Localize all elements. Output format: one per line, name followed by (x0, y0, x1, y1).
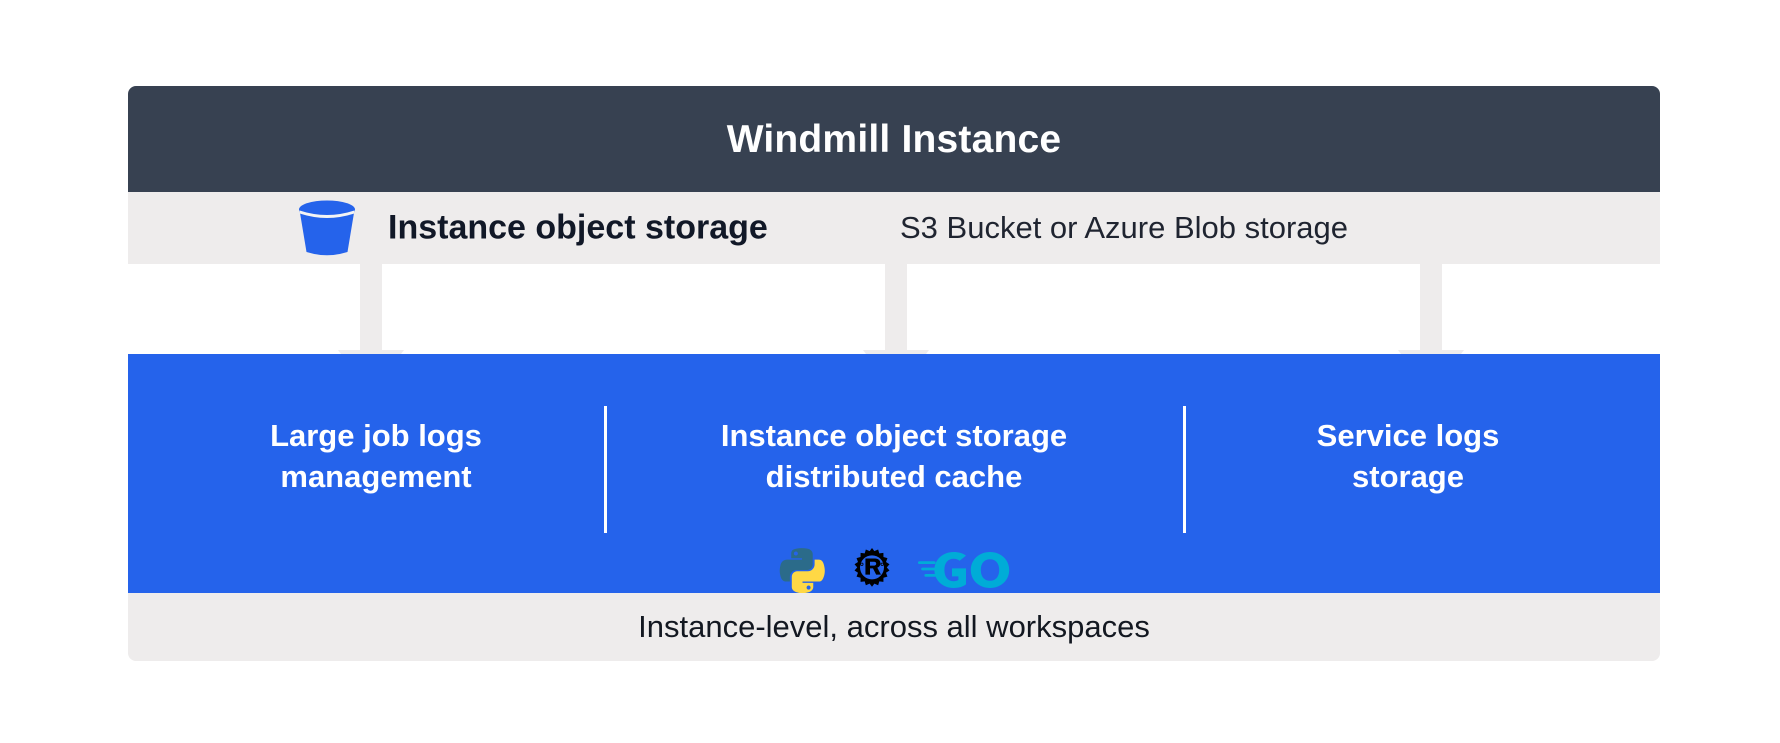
windmill-instance-diagram: Windmill Instance Instance object storag… (128, 86, 1660, 661)
footer-text: Instance-level, across all workspaces (638, 609, 1150, 644)
rust-icon (848, 546, 896, 599)
instance-object-storage-title: Instance object storage (388, 208, 768, 247)
arrow-shaft (885, 264, 907, 352)
bucket-icon (296, 199, 358, 257)
arrow-shaft (360, 264, 382, 352)
instance-object-storage-band: Instance object storage S3 Bucket or Azu… (128, 192, 1660, 264)
page-title: Windmill Instance (726, 117, 1062, 161)
language-icons-row (614, 546, 1174, 599)
column-divider (1183, 406, 1186, 533)
go-icon (918, 548, 1010, 597)
python-icon (778, 546, 826, 599)
instance-object-storage-note: S3 Bucket or Azure Blob storage (900, 210, 1349, 245)
column-divider (604, 406, 607, 533)
arrow-shaft (1420, 264, 1442, 352)
instance-header-band: Windmill Instance (128, 86, 1660, 192)
footer-band: Instance-level, across all workspaces (128, 593, 1660, 661)
